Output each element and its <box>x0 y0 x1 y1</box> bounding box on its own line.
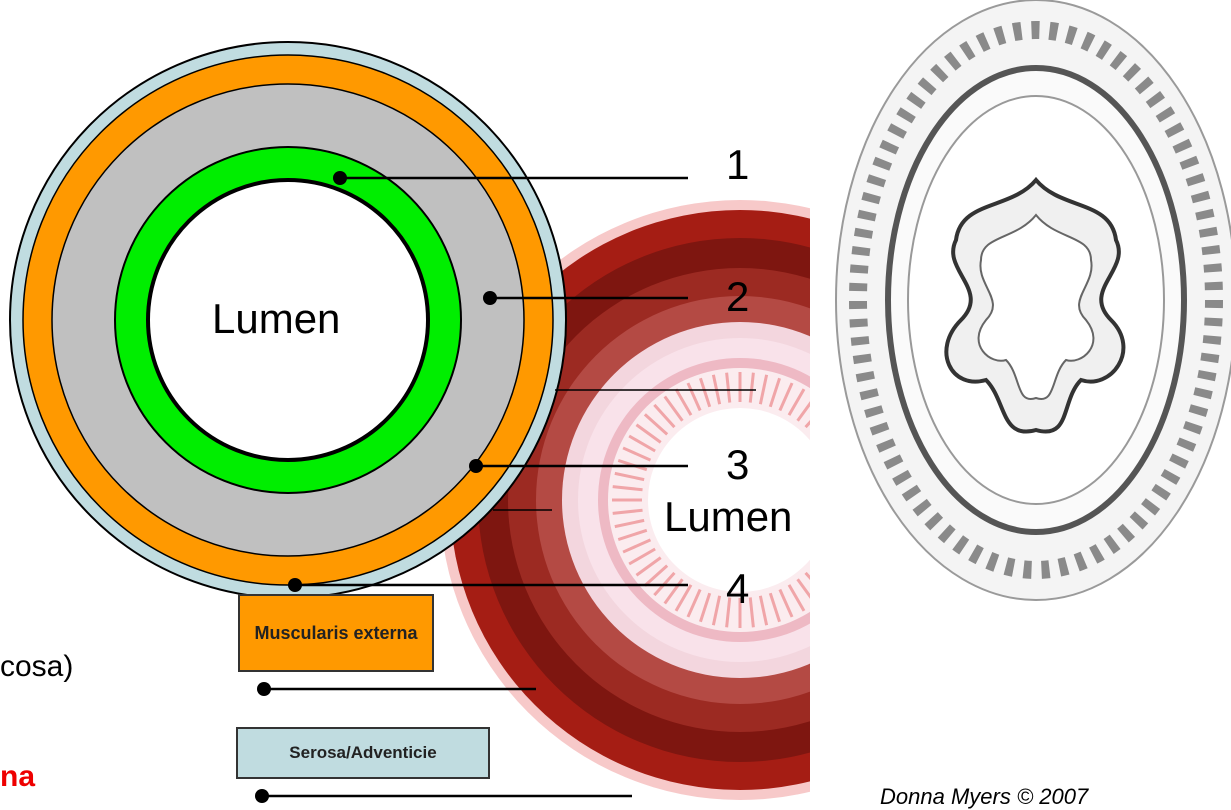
lumen-label: Lumen <box>212 298 340 340</box>
serosa-adventicie-box: Serosa/Adventicie <box>236 727 490 779</box>
copyright-credit: Donna Myers © 2007 <box>880 784 1088 810</box>
layer-number-4: 4 <box>726 568 749 610</box>
layer-number-2: 2 <box>726 276 749 318</box>
cropped-red-text: na <box>0 760 35 794</box>
muscularis-externa-box: Muscularis externa <box>238 594 434 672</box>
layer-number-1: 1 <box>726 144 749 186</box>
lumen-label-secondary: Lumen <box>664 496 792 538</box>
cropped-mucosa-text: cosa) <box>0 650 73 684</box>
layer-number-3: 3 <box>726 444 749 486</box>
